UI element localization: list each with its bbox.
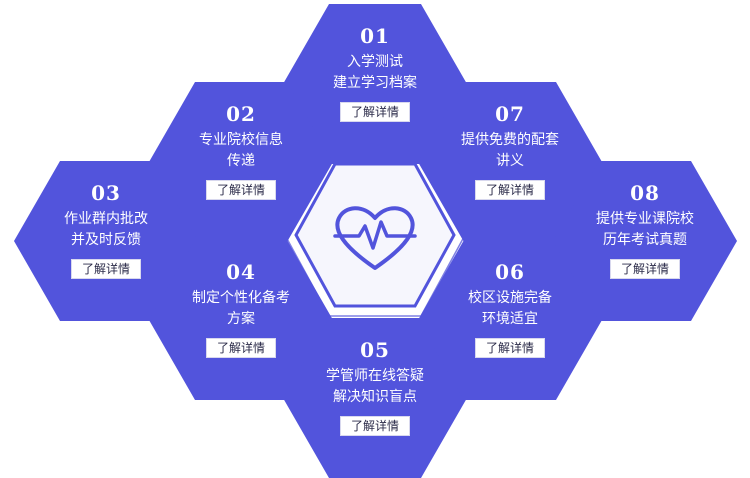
- learn-more-button-03[interactable]: 了解详情: [70, 259, 141, 279]
- hex-number: 05: [360, 338, 390, 362]
- heart-pulse-icon: [333, 206, 417, 270]
- hex-number: 06: [495, 260, 525, 284]
- hex-title: 提供专业课院校 历年考试真题: [596, 211, 694, 248]
- learn-more-button-02[interactable]: 了解详情: [205, 180, 276, 200]
- hex-number: 04: [226, 260, 256, 284]
- learn-more-button-05[interactable]: 了解详情: [339, 416, 410, 436]
- hex-number: 08: [630, 181, 660, 205]
- hex-title: 作业群内批改 并及时反馈: [64, 211, 148, 248]
- learn-more-button-07[interactable]: 了解详情: [474, 180, 545, 200]
- learn-more-button-06[interactable]: 了解详情: [474, 338, 545, 358]
- hex-number: 07: [495, 102, 525, 126]
- hex-number: 01: [360, 24, 390, 48]
- service-hex-08: 08 提供专业课院校 历年考试真题 了解详情: [553, 161, 737, 321]
- hex-title: 入学测试 建立学习档案: [333, 54, 417, 91]
- learn-more-button-04[interactable]: 了解详情: [205, 338, 276, 358]
- hex-title: 制定个性化备考 方案: [192, 290, 290, 327]
- learn-more-button-08[interactable]: 了解详情: [609, 259, 680, 279]
- learn-more-button-01[interactable]: 了解详情: [339, 102, 410, 122]
- hex-number: 02: [226, 102, 256, 126]
- hex-title: 校区设施完备 环境适宜: [468, 290, 552, 327]
- hex-title: 提供免费的配套 讲义: [461, 132, 559, 169]
- hex-title: 学管师在线答疑 解决知识盲点: [326, 368, 424, 405]
- hex-title: 专业院校信息 传递: [199, 132, 283, 169]
- hex-number: 03: [91, 181, 121, 205]
- center-hexagon: [284, 153, 466, 317]
